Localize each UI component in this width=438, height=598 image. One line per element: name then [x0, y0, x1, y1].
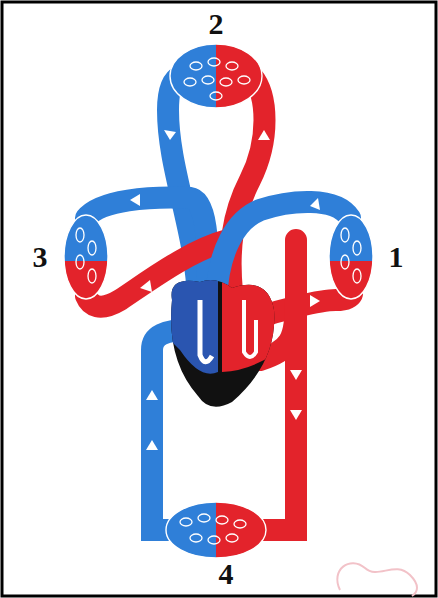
callout-number: 4	[219, 559, 234, 589]
callout-number: 1	[389, 242, 404, 272]
callout-number: 3	[33, 242, 48, 272]
callout-number: 2	[209, 9, 224, 39]
